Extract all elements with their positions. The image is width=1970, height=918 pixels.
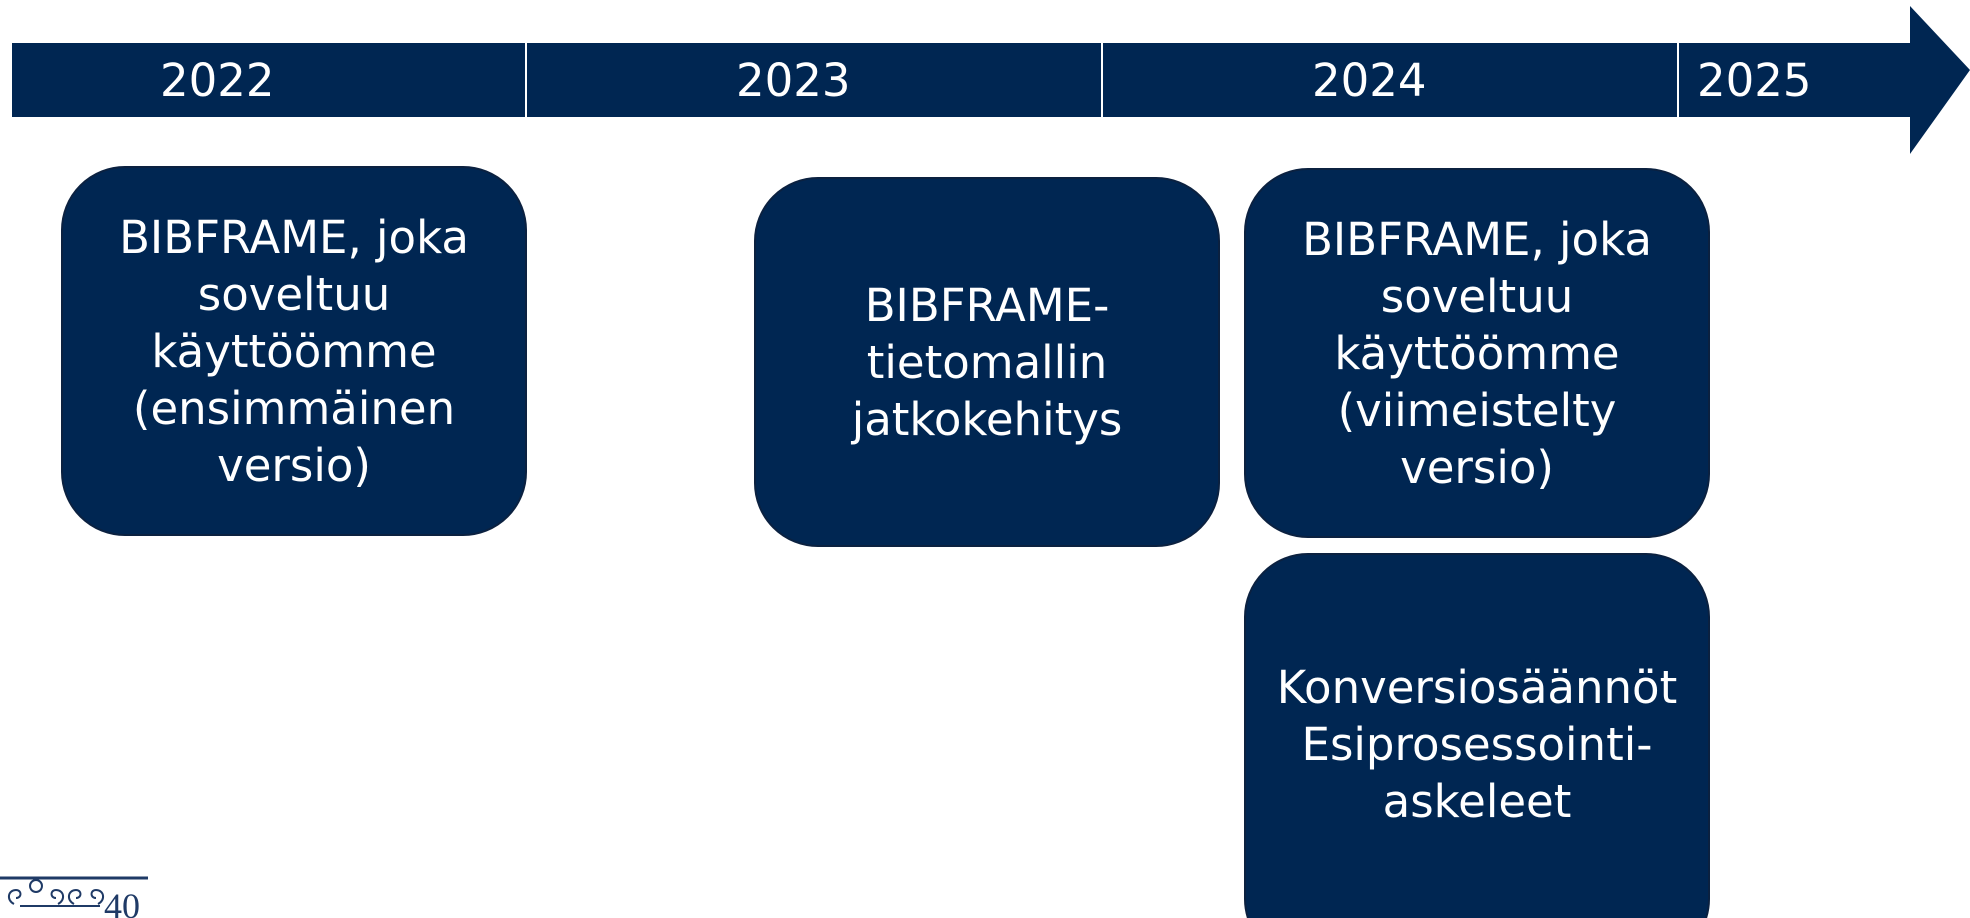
- year-label-2025: 2025: [1697, 54, 1812, 107]
- timeline-arrow: [12, 6, 1970, 154]
- milestone-text: BIBFRAME- tietomallin jatkokehitys: [852, 277, 1123, 448]
- milestone-line: (ensimmäinen: [132, 381, 456, 435]
- milestone-text: BIBFRAME, joka soveltuu käyttöömme (viim…: [1302, 211, 1652, 496]
- column-capital-icon: [0, 876, 148, 907]
- milestone-line: soveltuu: [1380, 269, 1574, 323]
- milestone-line: versio): [217, 438, 371, 492]
- milestone-line: Konversiosäännöt: [1276, 661, 1678, 714]
- milestone-box-2022: BIBFRAME, joka soveltuu käyttöömme (ensi…: [61, 166, 527, 536]
- year-label-2022: 2022: [160, 54, 275, 107]
- milestone-box-2024-final: BIBFRAME, joka soveltuu käyttöömme (viim…: [1244, 168, 1710, 538]
- milestone-text: Konversiosäännöt Esiprosessointi- askele…: [1277, 659, 1677, 830]
- timeline-arrow-shape: [12, 6, 1970, 154]
- anniversary-logo: 40: [0, 876, 148, 918]
- milestone-box-2024-conversion: Konversiosäännöt Esiprosessointi- askele…: [1244, 553, 1710, 918]
- milestone-line: tietomallin: [866, 335, 1108, 389]
- milestone-box-2023: BIBFRAME- tietomallin jatkokehitys: [754, 177, 1220, 547]
- year-label-2024: 2024: [1312, 54, 1427, 107]
- logo-number: 40: [104, 886, 140, 918]
- milestone-line: BIBFRAME, joka: [119, 210, 469, 264]
- milestone-line: käyttöömme: [1334, 326, 1620, 380]
- milestone-line: BIBFRAME-: [864, 278, 1110, 332]
- milestone-line: (viimeistelty: [1337, 383, 1617, 437]
- milestone-line: jatkokehitys: [851, 392, 1123, 446]
- milestone-line: BIBFRAME, joka: [1302, 212, 1652, 266]
- milestone-line: soveltuu: [197, 267, 391, 321]
- milestone-line: Esiprosessointi-: [1301, 718, 1653, 771]
- milestone-text: BIBFRAME, joka soveltuu käyttöömme (ensi…: [119, 209, 469, 494]
- year-label-2023: 2023: [736, 54, 851, 107]
- milestone-line: käyttöömme: [151, 324, 437, 378]
- milestone-line: versio): [1400, 440, 1554, 494]
- milestone-line: askeleet: [1382, 775, 1572, 828]
